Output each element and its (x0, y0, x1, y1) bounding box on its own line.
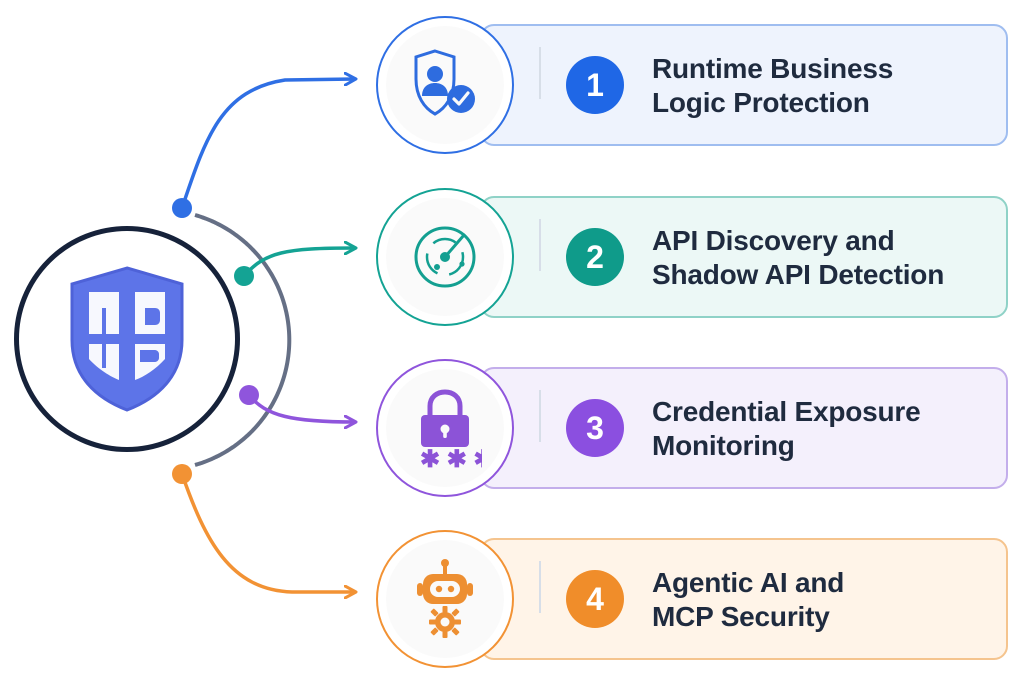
robot-gear-icon (417, 559, 473, 638)
feature-1-number-badge: 1 (566, 56, 624, 114)
padlock-password-icon: ✱ ✱ ✱ (420, 389, 482, 470)
connector-line-4 (180, 473, 355, 592)
feature-4-title-line-1: Agentic AI and (652, 567, 845, 598)
shield-logo-icon (70, 266, 184, 412)
feature-1-title-line-2: Logic Protection (652, 87, 870, 118)
feature-3-title-line-2: Monitoring (652, 430, 795, 461)
connector-line-2 (242, 248, 355, 278)
connector-dot-3 (239, 385, 259, 405)
feature-4-icon-circle (376, 530, 514, 668)
feature-4-number-badge: 4 (566, 570, 624, 628)
feature-2-divider (539, 219, 541, 271)
feature-1-title: Runtime Business Logic Protection (652, 52, 998, 120)
hub-circle (14, 226, 240, 452)
connector-dot-2 (234, 266, 254, 286)
feature-2-title-line-1: API Discovery and (652, 225, 895, 256)
svg-text:✱ ✱ ✱: ✱ ✱ ✱ (420, 446, 482, 470)
feature-4-divider (539, 561, 541, 613)
feature-3-title-line-1: Credential Exposure (652, 396, 921, 427)
feature-1-title-line-1: Runtime Business (652, 53, 894, 84)
connector-line-1 (180, 79, 355, 209)
feature-4-title-line-2: MCP Security (652, 601, 830, 632)
connector-dot-4 (172, 464, 192, 484)
feature-3-number-badge: 3 (566, 399, 624, 457)
feature-1-divider (539, 47, 541, 99)
feature-3-icon-circle: ✱ ✱ ✱ (376, 359, 514, 497)
feature-2-icon-circle (376, 188, 514, 326)
connector-dot-1 (172, 198, 192, 218)
feature-3-title: Credential Exposure Monitoring (652, 395, 998, 463)
feature-2-number-badge: 2 (566, 228, 624, 286)
feature-2-title-line-2: Shadow API Detection (652, 259, 945, 290)
feature-1-icon-circle (376, 16, 514, 154)
feature-3-divider (539, 390, 541, 442)
shield-user-check-icon (414, 49, 475, 116)
radar-icon (414, 226, 476, 288)
feature-4-title: Agentic AI and MCP Security (652, 566, 998, 634)
feature-2-title: API Discovery and Shadow API Detection (652, 224, 998, 292)
hub-orbit-arc (194, 213, 292, 467)
